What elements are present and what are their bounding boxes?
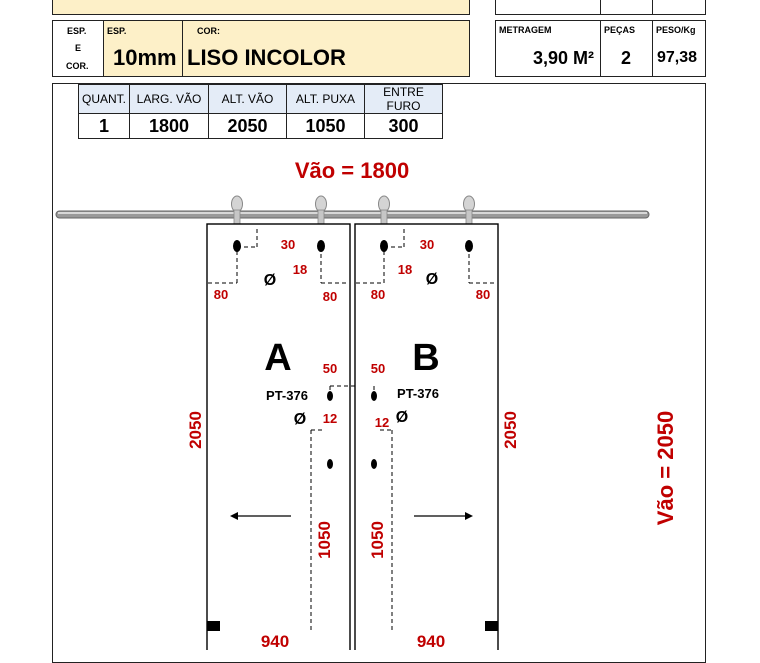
- panel-a-width: 940: [261, 632, 289, 650]
- panel-a: A PT-376 Ø Ø 30 18 80 80 50 12 940 2050 …: [186, 223, 374, 650]
- panel-b-handle-code: PT-376: [397, 386, 439, 401]
- measures-header-row: QUANT. LARG. VÃO ALT. VÃO ALT. PUXA ENTR…: [78, 84, 443, 114]
- panel-a-hole-2: [317, 240, 325, 252]
- spec-box: ESP. E COR. ESP. 10mm COR: LISO INCOLOR: [52, 20, 470, 77]
- panel-b-dimensions: 30 18 80 80 50 12 940 2050 1050: [368, 237, 520, 650]
- top-strip-divider-2: [652, 0, 653, 15]
- panel-a-letter: A: [264, 337, 291, 379]
- panel-b-dim-80-left: 80: [371, 287, 385, 302]
- metragem-cell: METRAGEM 3,90 M²: [496, 21, 601, 76]
- panel-a-dim-18: 18: [293, 262, 307, 277]
- header-alt-vao: ALT. VÃO: [208, 84, 287, 114]
- measures-table: QUANT. LARG. VÃO ALT. VÃO ALT. PUXA ENTR…: [78, 84, 443, 139]
- panel-b-height: 2050: [501, 411, 520, 449]
- metragem-label: METRAGEM: [499, 25, 552, 35]
- header-quant: QUANT.: [78, 84, 130, 114]
- esp-label: ESP.: [107, 26, 127, 36]
- cor-cell: COR: LISO INCOLOR: [183, 21, 469, 76]
- panel-a-floor-guide: [207, 621, 220, 631]
- panel-b-handle-hole-1: [371, 391, 377, 401]
- peso-value: 97,38: [657, 49, 698, 66]
- panel-b-hole-1: [380, 240, 388, 252]
- panel-b-dim-30: 30: [420, 237, 434, 252]
- panel-a-dim-80-right: 80: [323, 289, 337, 304]
- panel-b-letter: B: [412, 337, 439, 379]
- peso-label: PESO/Kg: [656, 25, 696, 35]
- panel-a-dim-12: 12: [323, 411, 337, 426]
- esp-e-cor-label-1: ESP.: [67, 26, 87, 36]
- panel-b: B PT-376 Ø Ø 30 18 80 80 50 12 940 2050 …: [354, 223, 520, 650]
- quantities-box: METRAGEM 3,90 M² PEÇAS 2 PESO/Kg 97,38: [495, 20, 706, 77]
- panel-a-outline: [206, 223, 351, 650]
- esp-cell: ESP. 10mm: [104, 21, 183, 76]
- cor-value: LISO INCOLOR: [187, 45, 346, 70]
- panel-b-dim-12: 12: [375, 415, 389, 430]
- panel-a-height: 2050: [186, 411, 205, 449]
- esp-value: 10mm: [113, 45, 177, 70]
- panel-b-diameter-symbol-1: Ø: [426, 271, 438, 288]
- pecas-label: PEÇAS: [604, 25, 636, 35]
- panel-a-dim-80-left: 80: [214, 287, 228, 302]
- value-larg-vao: 1800: [129, 113, 209, 139]
- panel-b-dim-80-right: 80: [476, 287, 490, 302]
- panel-a-dim-30: 30: [281, 237, 295, 252]
- esp-e-cor-label-3: COR.: [66, 61, 89, 71]
- panel-b-width: 940: [417, 632, 445, 650]
- value-alt-vao: 2050: [208, 113, 287, 139]
- vao-height-label: Vão = 2050: [653, 411, 678, 525]
- panel-a-diameter-symbol-2: Ø: [294, 411, 306, 428]
- panel-a-handle-hole-1: [327, 391, 333, 401]
- esp-e-cor-label-2: E: [75, 43, 82, 53]
- panel-a-diameter-symbol-1: Ø: [264, 272, 276, 289]
- esp-e-cor-cell: ESP. E COR.: [53, 21, 104, 76]
- value-alt-puxa: 1050: [286, 113, 365, 139]
- panel-b-hole-2: [465, 240, 473, 252]
- pecas-cell: PEÇAS 2: [601, 21, 653, 76]
- panel-a-dimensions: 30 18 80 80 50 12 940 2050 1050: [186, 237, 337, 650]
- top-strip-divider-1: [600, 0, 601, 15]
- panel-b-outline: [354, 223, 499, 650]
- panel-b-dim-18: 18: [398, 262, 412, 277]
- cor-label: COR:: [197, 26, 220, 36]
- panel-b-handle-hole-2: [371, 459, 377, 469]
- panel-a-handle-code: PT-376: [266, 388, 308, 403]
- value-quant: 1: [78, 113, 130, 139]
- header-entre-furo: ENTRE FURO: [364, 84, 443, 114]
- panel-b-arrow-head: [465, 512, 473, 520]
- header-alt-puxa: ALT. PUXA: [286, 84, 365, 114]
- panel-a-dim-1050: 1050: [315, 521, 334, 559]
- panel-b-dim-50: 50: [371, 361, 385, 376]
- panel-b-floor-guide: [485, 621, 498, 631]
- pecas-value: 2: [621, 48, 632, 68]
- vao-width-label: Vão = 1800: [295, 158, 409, 183]
- panel-a-arrow-head: [230, 512, 238, 520]
- panel-b-diameter-symbol-2: Ø: [396, 409, 408, 426]
- panel-a-hole-1: [233, 240, 241, 252]
- panel-a-dim-50: 50: [323, 361, 337, 376]
- panel-a-handle-hole-2: [327, 459, 333, 469]
- rail-shine: [58, 212, 647, 214]
- value-entre-furo: 300: [364, 113, 443, 139]
- measures-value-row: 1 1800 2050 1050 300: [78, 113, 443, 139]
- metragem-value: 3,90 M²: [532, 48, 594, 68]
- panel-b-dim-1050: 1050: [368, 521, 387, 559]
- peso-cell: PESO/Kg 97,38: [653, 21, 705, 76]
- top-strip-left: [52, 0, 470, 15]
